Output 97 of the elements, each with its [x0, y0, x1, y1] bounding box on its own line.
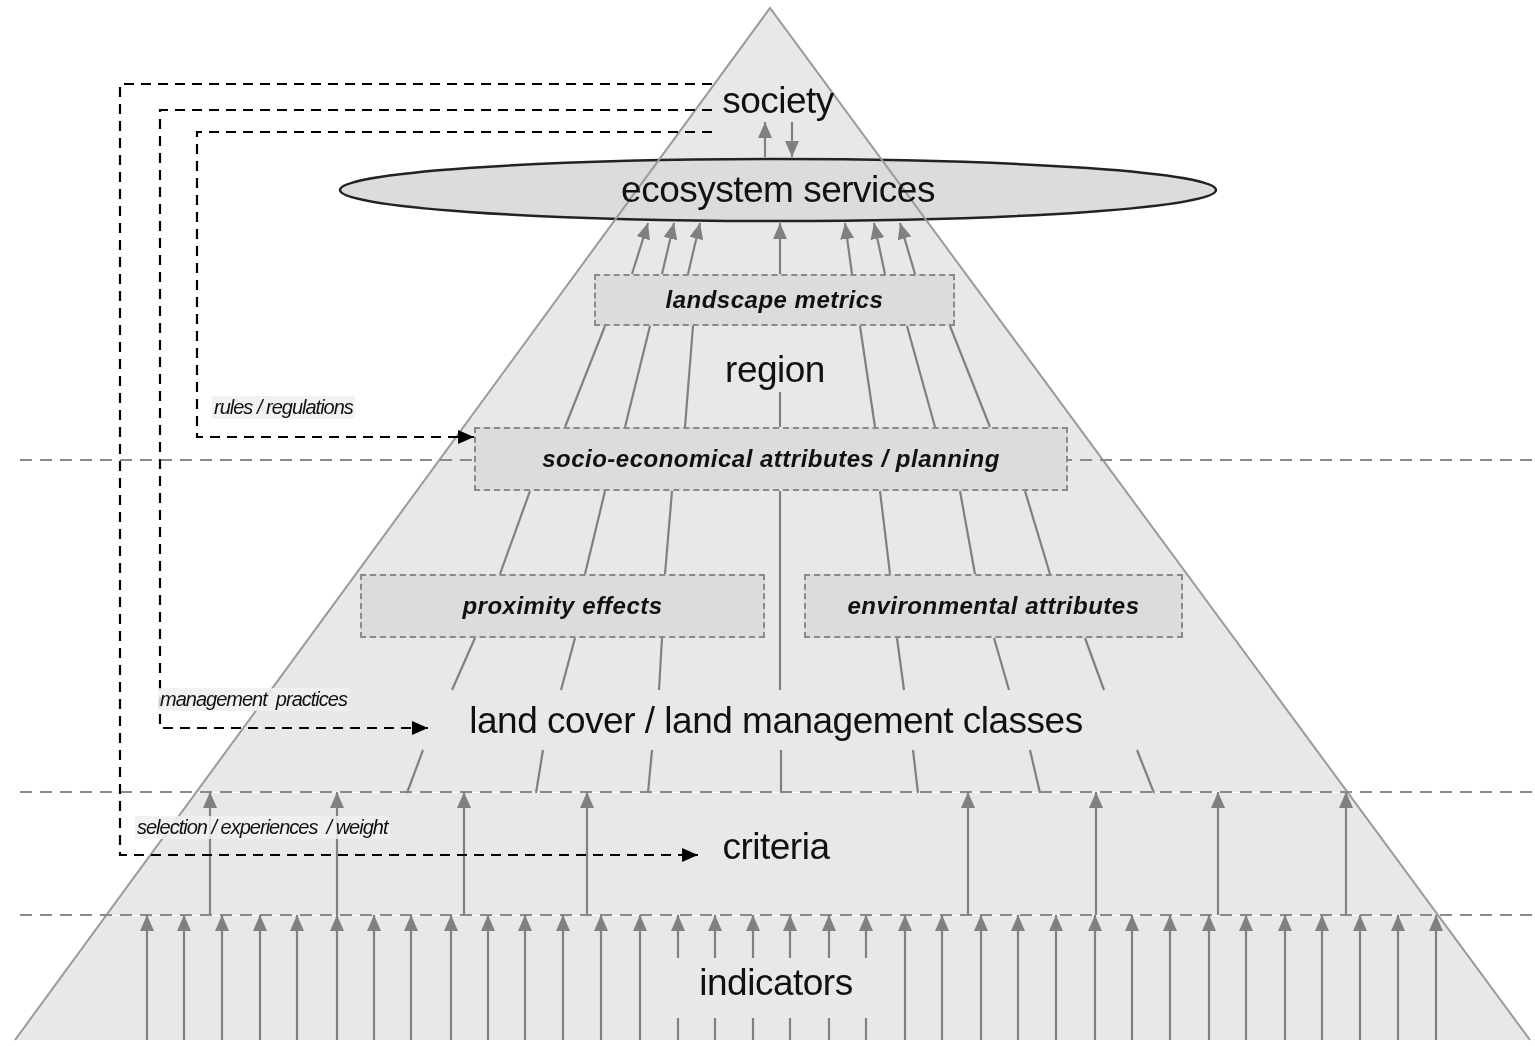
arrow [1211, 792, 1225, 915]
arrow [630, 222, 650, 275]
edge-label: rules / regulations [212, 396, 355, 419]
arrow [1391, 915, 1405, 1040]
arrow [935, 915, 949, 1040]
connector-line [905, 325, 937, 428]
edge-label: management practices [158, 688, 349, 711]
connector-line [958, 490, 977, 575]
connector-line [1023, 490, 1052, 575]
level-label: indicators [699, 962, 853, 1004]
connector-line [583, 490, 607, 575]
connector-line [563, 325, 607, 428]
level-label: criteria [722, 826, 830, 868]
arrow [177, 915, 191, 1040]
arrow [330, 915, 344, 1040]
connector-line [559, 637, 577, 691]
arrow [898, 915, 912, 1040]
arrow [660, 222, 678, 275]
arrow [746, 913, 760, 1042]
arrow [1125, 915, 1139, 1040]
arrow [1089, 792, 1103, 915]
arrow [1163, 915, 1177, 1040]
arrow [708, 913, 722, 1042]
arrow [457, 792, 471, 915]
arrow [518, 915, 532, 1040]
arrow [1011, 915, 1025, 1040]
connector-line [646, 749, 654, 794]
arrow [758, 122, 772, 157]
arrow [215, 915, 229, 1040]
arrow [870, 222, 887, 275]
connector-line [451, 637, 476, 691]
arrow [671, 913, 685, 1042]
arrow [580, 792, 594, 915]
arrow [1353, 915, 1367, 1040]
box-label: socio-economical attributes / planning [542, 444, 1000, 474]
connector-line [778, 491, 782, 690]
edge-label: selection / experiences / weight [135, 816, 390, 839]
attribute-box [804, 574, 1183, 638]
level-label: land cover / land management classes [469, 700, 1083, 742]
arrow [290, 915, 304, 1040]
arrow [1278, 915, 1292, 1040]
arrow [594, 915, 608, 1040]
level-label: society [712, 80, 844, 122]
arrow [444, 915, 458, 1040]
connector-line [778, 392, 782, 427]
arrow [140, 915, 154, 1040]
arrow [1429, 915, 1443, 1040]
attribute-box [360, 574, 765, 638]
arrow [1049, 915, 1063, 1040]
ellipse-label: ecosystem services [621, 169, 935, 211]
connector-line [534, 749, 545, 794]
arrow [686, 222, 704, 275]
arrow [1202, 915, 1216, 1040]
level-label: region [712, 347, 838, 392]
arrow [859, 913, 873, 1042]
arrow [773, 223, 787, 274]
connector-line [878, 490, 892, 575]
arrow [1315, 915, 1329, 1040]
feedback-arrow [158, 108, 712, 735]
connector-line [911, 749, 920, 794]
connector-line [405, 749, 425, 794]
feedback-arrow [195, 130, 712, 444]
arrow [840, 222, 855, 275]
arrow [785, 122, 799, 157]
arrow [633, 915, 647, 1040]
connector-line [992, 637, 1011, 691]
arrow [961, 792, 975, 915]
feedback-arrow [118, 82, 712, 862]
connector-line [779, 750, 783, 793]
arrow [974, 915, 988, 1040]
connector-line [498, 490, 532, 575]
arrow [404, 915, 418, 1040]
connector-line [663, 490, 674, 575]
connector-line [948, 325, 992, 428]
arrow [1239, 915, 1253, 1040]
attribute-box [594, 274, 955, 326]
arrow [367, 915, 381, 1040]
box-label: environmental attributes [847, 591, 1140, 621]
connector-line [657, 637, 664, 691]
box-label: proximity effects [462, 591, 663, 621]
attribute-box [474, 427, 1068, 491]
connector-line [623, 325, 652, 428]
arrow [783, 913, 797, 1042]
connector-line [1135, 749, 1156, 794]
connector-line [1028, 749, 1042, 794]
arrow [822, 913, 836, 1042]
arrow [1339, 792, 1353, 915]
arrow [556, 915, 570, 1040]
arrow [481, 915, 495, 1040]
connector-line [683, 325, 695, 428]
arrow [253, 915, 267, 1040]
connector-line [858, 325, 877, 428]
box-label: landscape metrics [665, 285, 884, 315]
arrow [1088, 915, 1102, 1040]
connector-line [1083, 637, 1106, 691]
connector-line [895, 637, 906, 691]
arrow [897, 222, 917, 275]
